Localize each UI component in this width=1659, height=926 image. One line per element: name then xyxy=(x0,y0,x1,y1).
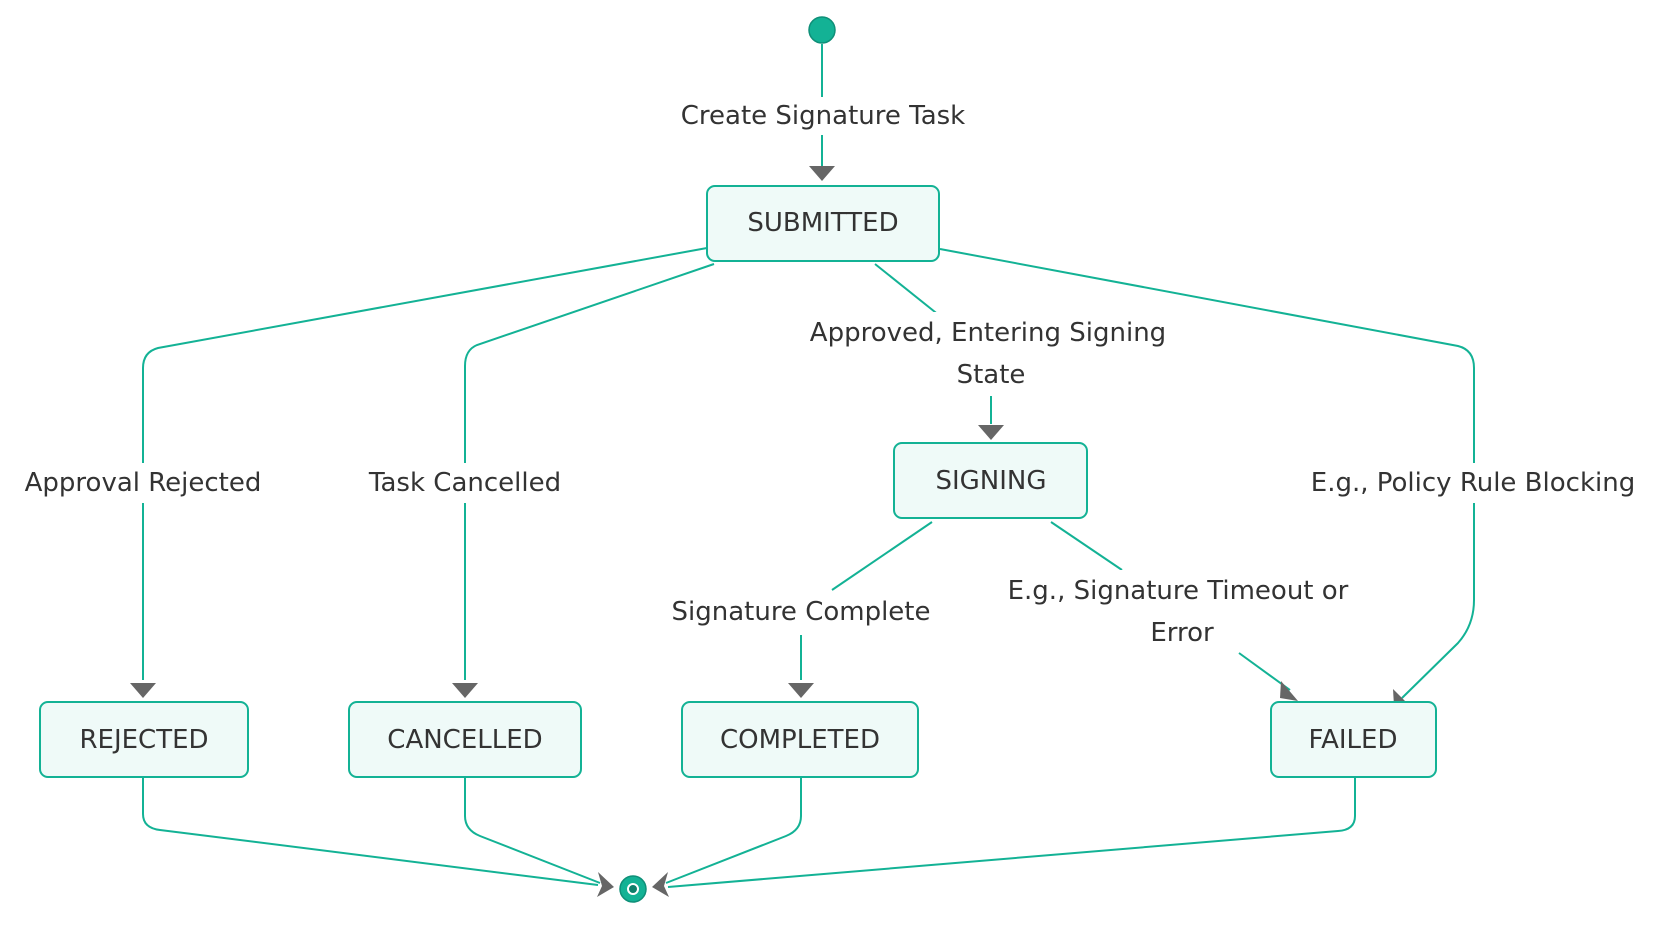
edge-label-complete: Signature Complete xyxy=(655,592,947,632)
arrowhead-cancelled xyxy=(452,683,478,698)
edge-label-policy-text: E.g., Policy Rule Blocking xyxy=(1311,468,1635,498)
arrowhead-completed xyxy=(788,683,814,698)
edge-label-rejected-text: Approval Rejected xyxy=(25,468,262,498)
end-node xyxy=(619,875,647,903)
edge-label-approved: Approved, Entering Signing State xyxy=(788,312,1190,394)
edge-label-timeout-line1: E.g., Signature Timeout or xyxy=(1008,576,1349,606)
edge-rejected-to-end xyxy=(142,778,599,886)
state-signing-label: SIGNING xyxy=(935,466,1046,496)
state-completed[interactable]: COMPLETED xyxy=(681,701,919,778)
edge-label-timeout-line2: Error xyxy=(1150,618,1214,648)
state-signing[interactable]: SIGNING xyxy=(893,442,1088,519)
state-submitted[interactable]: SUBMITTED xyxy=(706,185,940,262)
state-cancelled[interactable]: CANCELLED xyxy=(348,701,582,778)
arrowhead-submitted xyxy=(809,166,835,181)
edge-label-cancelled: Task Cancelled xyxy=(352,463,578,503)
edge-cancelled-to-end xyxy=(464,778,601,884)
edge-label-policy: E.g., Policy Rule Blocking xyxy=(1290,463,1656,503)
edge-signing-to-completed xyxy=(831,521,933,591)
state-rejected[interactable]: REJECTED xyxy=(39,701,249,778)
edge-label-approved-line2: State xyxy=(957,360,1026,390)
edge-completed-to-end xyxy=(665,778,802,884)
arrowhead-end-1 xyxy=(597,872,614,897)
state-submitted-label: SUBMITTED xyxy=(747,208,898,238)
edge-label-approved-line1: Approved, Entering Signing xyxy=(810,318,1166,348)
edge-submitted-to-signing xyxy=(874,263,941,317)
edge-signing-to-failed xyxy=(1050,521,1123,571)
edge-label-cancelled-text: Task Cancelled xyxy=(368,468,561,498)
edge-label-create-text: Create Signature Task xyxy=(681,101,965,131)
arrowhead-end-2 xyxy=(652,872,669,897)
start-node xyxy=(808,16,836,44)
edge-label-rejected: Approval Rejected xyxy=(10,463,276,503)
arrowhead-failed-timeout xyxy=(1280,681,1298,701)
edge-label-create: Create Signature Task xyxy=(662,97,982,135)
state-completed-label: COMPLETED xyxy=(720,725,880,755)
edge-submitted-to-rejected xyxy=(142,247,708,680)
state-failed-label: FAILED xyxy=(1309,725,1398,755)
state-rejected-label: REJECTED xyxy=(79,725,208,755)
arrowhead-signing xyxy=(978,425,1004,440)
edge-failed-to-end xyxy=(667,778,1356,888)
arrowhead-rejected xyxy=(130,683,156,698)
edge-submitted-to-cancelled xyxy=(464,263,715,680)
state-failed[interactable]: FAILED xyxy=(1270,701,1437,778)
state-cancelled-label: CANCELLED xyxy=(387,725,542,755)
edge-label-timeout: E.g., Signature Timeout or Error xyxy=(983,570,1373,652)
edge-label-complete-text: Signature Complete xyxy=(672,597,931,627)
